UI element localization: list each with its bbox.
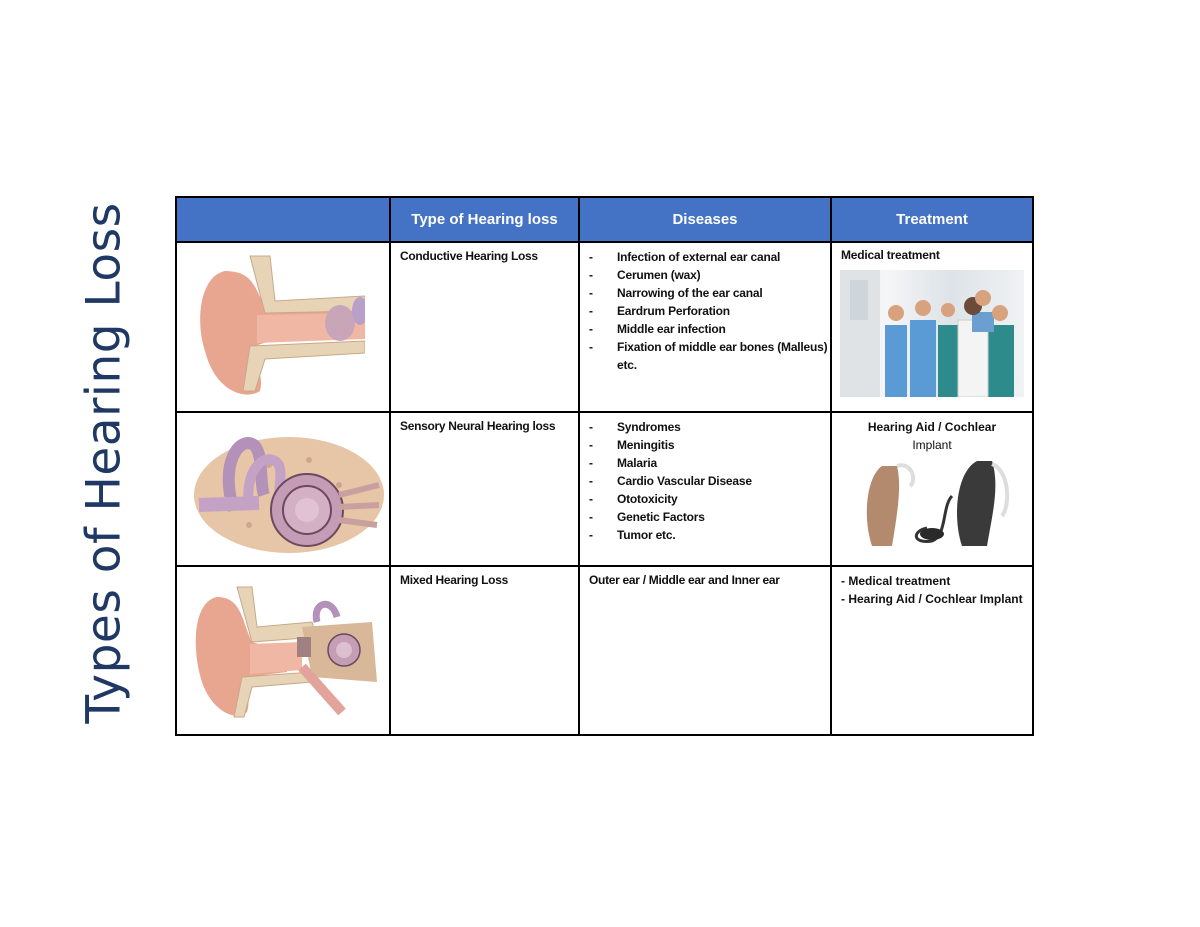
type-cell-conductive: Conductive Hearing Loss <box>389 241 580 413</box>
list-item: -Tumor etc. <box>589 528 676 542</box>
treatment-line: - Hearing Aid / Cochlear Implant <box>841 592 1023 606</box>
type-label: Sensory Neural Hearing loss <box>400 419 556 433</box>
list-item: -Cardio Vascular Disease <box>589 474 752 488</box>
diseases-list: -Infection of external ear canal -Cerume… <box>580 248 830 374</box>
inner-ear-image <box>175 411 391 567</box>
treatment-cell-conductive: Medical treatment <box>830 241 1034 413</box>
full-ear-image <box>175 565 391 736</box>
treatment-label: Hearing Aid / Cochlear Implant <box>832 413 1032 454</box>
medical-team-photo <box>840 270 1024 397</box>
diseases-list: -Syndromes -Meningitis -Malaria -Cardio … <box>580 418 830 544</box>
table-row-sensory-neural: Sensory Neural Hearing loss -Syndromes -… <box>175 411 1034 567</box>
list-item: -Narrowing of the ear canal <box>589 286 763 300</box>
list-item: -Eardrum Perforation <box>589 304 730 318</box>
full-ear-illustration-icon <box>195 586 377 718</box>
outer-ear-image <box>175 241 391 413</box>
treatment-label: Medical treatment <box>841 248 940 262</box>
treatment-cell-sensory-neural: Hearing Aid / Cochlear Implant <box>830 411 1034 567</box>
diseases-text: Outer ear / Middle ear and Inner ear <box>589 573 780 587</box>
list-item: -Cerumen (wax) <box>589 268 701 282</box>
cochlea-illustration-icon <box>194 437 384 553</box>
side-title-text: Types of Hearing Loss <box>76 202 132 724</box>
treatment-label-bold: Hearing Aid / Cochlear <box>867 420 997 434</box>
type-label: Conductive Hearing Loss <box>400 249 538 263</box>
treatment-cell-mixed: - Medical treatment - Hearing Aid / Coch… <box>830 565 1034 736</box>
list-item: -Infection of external ear canal <box>589 250 781 264</box>
type-label: Mixed Hearing Loss <box>400 573 508 587</box>
list-item: -Fixation of middle ear bones (Malleus) … <box>589 340 828 372</box>
list-item: -Malaria <box>589 456 657 470</box>
header-diseases: Diseases <box>578 196 832 243</box>
table-row-conductive: Conductive Hearing Loss -Infection of ex… <box>175 241 1034 413</box>
type-cell-mixed: Mixed Hearing Loss <box>389 565 580 736</box>
header-row: Type of Hearing loss Diseases Treatment <box>175 196 1034 243</box>
header-type: Type of Hearing loss <box>389 196 580 243</box>
diseases-cell-sensory-neural: -Syndromes -Meningitis -Malaria -Cardio … <box>578 411 832 567</box>
hearing-aid-icon <box>866 461 1010 546</box>
header-image-column <box>175 196 391 243</box>
side-title: Types of Hearing Loss <box>74 202 134 723</box>
list-item: -Meningitis <box>589 438 675 452</box>
outer-ear-illustration-icon <box>200 255 365 395</box>
list-item: -Syndromes <box>589 420 681 434</box>
hearing-loss-table: Type of Hearing loss Diseases Treatment … <box>175 196 1034 736</box>
diseases-cell-mixed: Outer ear / Middle ear and Inner ear <box>578 565 832 736</box>
medical-team-icon <box>840 270 1014 397</box>
treatment-line: - Medical treatment <box>841 574 951 588</box>
header-treatment: Treatment <box>830 196 1034 243</box>
type-cell-sensory-neural: Sensory Neural Hearing loss <box>389 411 580 567</box>
table-row-mixed: Mixed Hearing Loss Outer ear / Middle ea… <box>175 565 1034 736</box>
list-item: -Ototoxicity <box>589 492 678 506</box>
list-item: -Genetic Factors <box>589 510 705 524</box>
treatment-label-thin: Implant <box>912 438 952 452</box>
treatment-lines: - Medical treatment - Hearing Aid / Coch… <box>832 567 1032 608</box>
list-item: -Middle ear infection <box>589 322 726 336</box>
diseases-cell-conductive: -Infection of external ear canal -Cerume… <box>578 241 832 413</box>
